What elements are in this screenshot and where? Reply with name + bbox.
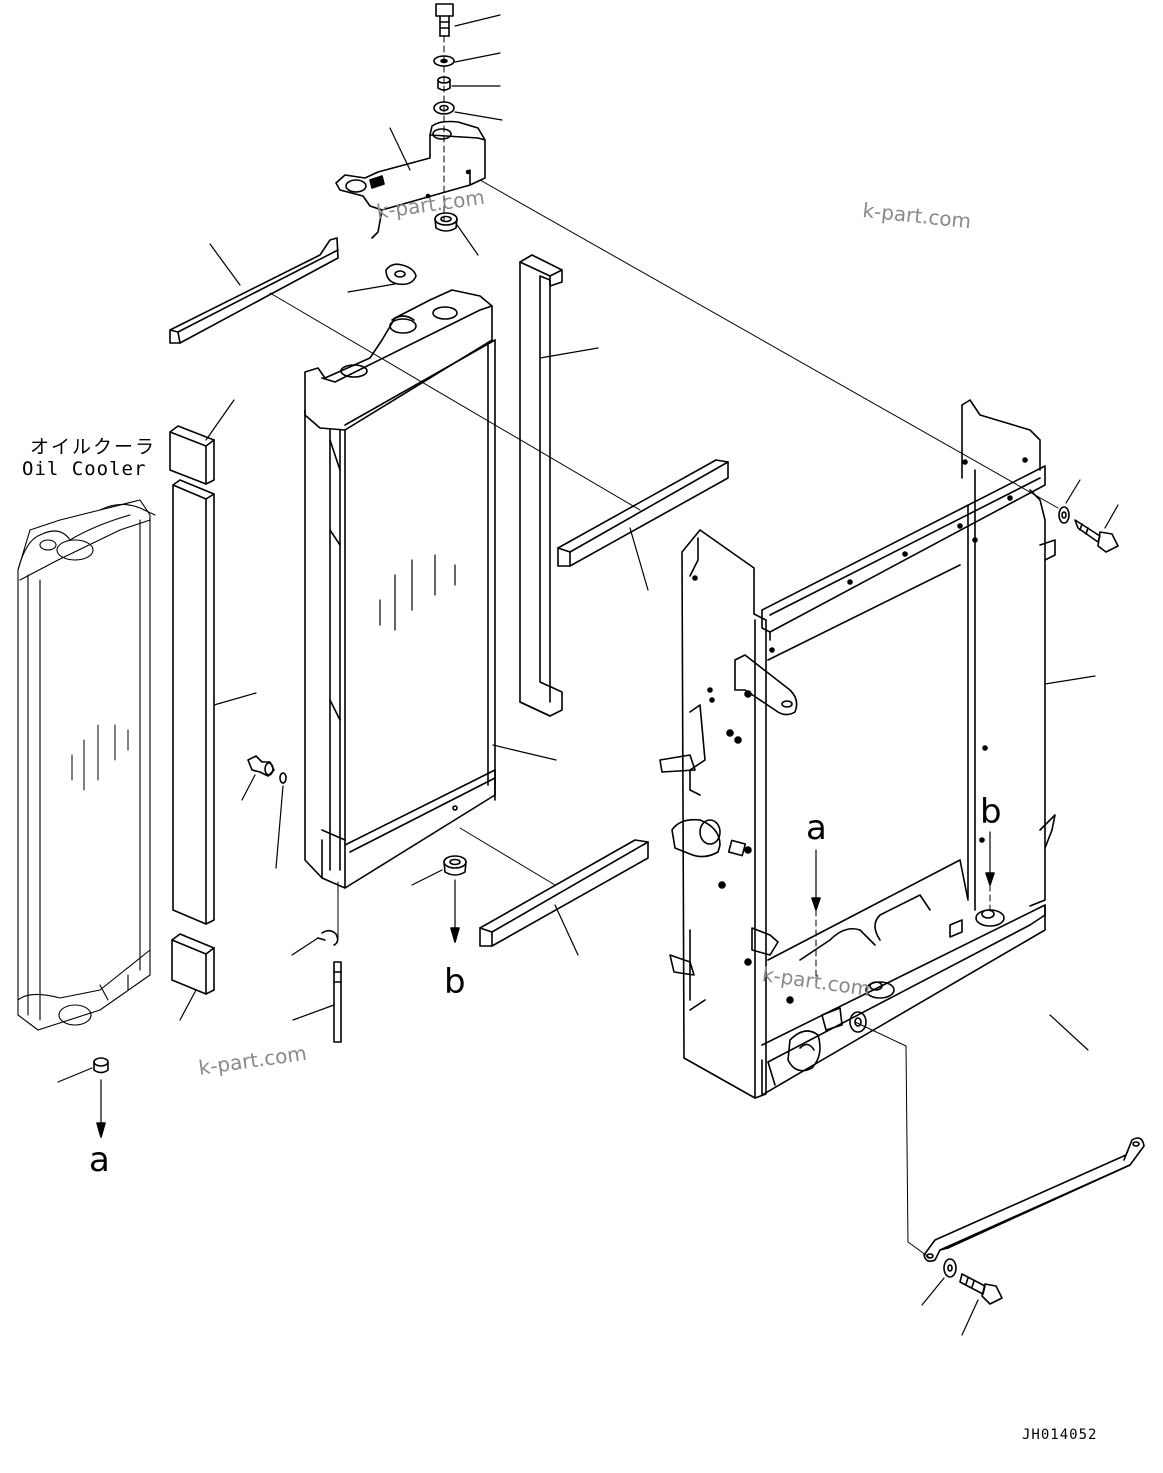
ref-b-center: b: [444, 962, 466, 1002]
pad-bottom: [171, 933, 215, 1021]
seal-mid: [557, 459, 729, 591]
ref-a-right: a: [806, 808, 827, 848]
pad-top: [169, 399, 235, 485]
arrow-a-left: [96, 1079, 106, 1138]
ref-a-left: a: [89, 1140, 110, 1180]
bottom-bolt: [959, 1273, 1003, 1336]
seal-strip-top-left: [169, 237, 339, 344]
bottom-washer: [921, 1258, 957, 1306]
top-leaders: [347, 14, 503, 293]
stay-rod: [923, 1014, 1145, 1262]
grommet-lower: [411, 855, 467, 886]
top-bolt: [435, 3, 454, 37]
top-bracket: [335, 120, 486, 239]
drawing-code: JH014052: [1022, 1427, 1098, 1443]
radiator: [304, 289, 557, 889]
top-right-washer: [1058, 479, 1081, 524]
drain-valve: [241, 755, 275, 801]
cap-flange: [385, 263, 417, 286]
clip: [291, 929, 339, 956]
oil-cooler-label-en: Oil Cooler: [22, 458, 147, 480]
oil-cooler-label-jp: オイルクーラ: [30, 436, 157, 458]
grommet-upper: [434, 212, 458, 232]
shroud-frame: [659, 399, 1096, 1099]
seal-bottom: [479, 839, 649, 956]
arrow-a-right: [811, 849, 821, 991]
oil-cooler-plug: [57, 1057, 109, 1083]
arrow-b-right: [985, 831, 995, 915]
assembly-lines: [269, 179, 1059, 1259]
seal-u-right: [519, 254, 599, 717]
arrow-b-center: [450, 879, 460, 943]
top-right-bolt: [1074, 504, 1119, 553]
o-ring: [275, 772, 287, 869]
pin: [292, 961, 342, 1043]
ref-b-right: b: [980, 792, 1002, 832]
long-pad-left: [172, 479, 257, 925]
oil-cooler: [17, 499, 156, 1031]
